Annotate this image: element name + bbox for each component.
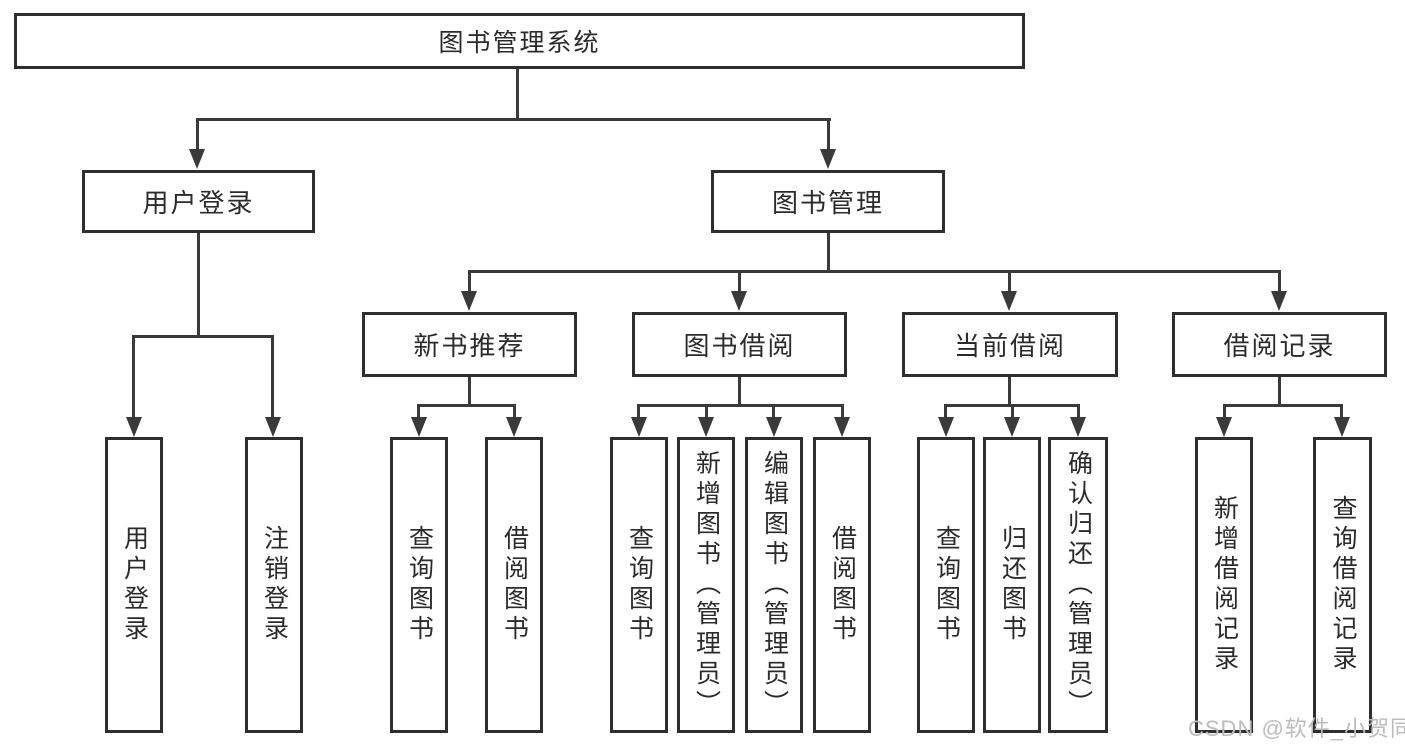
connector-line	[132, 335, 274, 338]
leaf-borrow-books: 借阅图书	[813, 437, 871, 733]
connector-line	[738, 377, 741, 407]
connector-line	[637, 404, 844, 407]
arrow-down-icon	[1070, 417, 1086, 437]
arrow-down-icon	[265, 417, 281, 437]
connector-line	[637, 404, 640, 420]
connector-line	[772, 404, 775, 420]
leaf-query-books-borrow: 查询图书	[610, 437, 668, 733]
connector-line	[417, 404, 516, 407]
leaf-label: 归还图书	[998, 525, 1027, 645]
connector-line	[1008, 377, 1011, 407]
connector-line	[1223, 404, 1226, 420]
connector-line	[1278, 377, 1281, 407]
node-label: 新书推荐	[413, 331, 526, 361]
leaf-label: 借阅图书	[500, 525, 529, 645]
node-user-login: 用户登录	[82, 170, 315, 233]
leaf-label: 确认归还（管理员）	[1064, 450, 1093, 720]
connector-line	[1077, 404, 1080, 420]
connector-line	[1008, 270, 1011, 295]
connector-line	[468, 270, 471, 295]
leaf-label: 注销登录	[260, 525, 289, 645]
leaf-label: 编辑图书（管理员）	[760, 450, 789, 720]
connector-line	[827, 233, 830, 272]
arrow-down-icon	[698, 417, 714, 437]
arrow-down-icon	[126, 417, 142, 437]
connector-line	[1223, 404, 1343, 407]
arrow-down-icon	[189, 149, 205, 169]
connector-line	[271, 335, 274, 420]
leaf-label: 借阅图书	[828, 525, 857, 645]
arrow-down-icon	[631, 417, 647, 437]
leaf-edit-books-admin: 编辑图书（管理员）	[745, 437, 803, 733]
leaf-label: 用户登录	[120, 525, 149, 645]
connector-line	[468, 270, 1281, 273]
node-label: 当前借阅	[953, 331, 1066, 361]
leaf-query-borrow-record: 查询借阅记录	[1313, 437, 1372, 733]
node-label: 用户登录	[142, 188, 255, 218]
connector-line	[417, 404, 420, 420]
connector-line	[738, 270, 741, 295]
connector-line	[841, 404, 844, 420]
connector-line	[1278, 270, 1281, 295]
leaf-add-borrow-record: 新增借阅记录	[1195, 437, 1253, 733]
node-current-borrow: 当前借阅	[902, 312, 1118, 377]
arrow-down-icon	[1001, 291, 1017, 311]
leaf-user-login: 用户登录	[105, 437, 163, 733]
node-book-management: 图书管理	[711, 170, 945, 233]
csdn-watermark: CSDN @软件_小贺同学	[1188, 716, 1405, 741]
arrow-down-icon	[411, 417, 427, 437]
connector-line	[705, 404, 708, 420]
node-label: 图书借阅	[683, 331, 796, 361]
arrow-down-icon	[1334, 417, 1350, 437]
connector-line	[1340, 404, 1343, 420]
arrow-down-icon	[506, 417, 522, 437]
arrow-down-icon	[820, 149, 836, 169]
leaf-logout: 注销登录	[245, 437, 303, 733]
leaf-confirm-return-admin: 确认归还（管理员）	[1048, 437, 1108, 733]
connector-line	[827, 118, 830, 151]
arrow-down-icon	[1216, 417, 1232, 437]
leaf-label: 查询借阅记录	[1329, 495, 1357, 675]
leaf-label: 查询图书	[405, 525, 434, 645]
connector-line	[132, 335, 135, 420]
arrow-down-icon	[1004, 417, 1020, 437]
node-library-management-system: 图书管理系统	[14, 13, 1025, 69]
leaf-query-books-current: 查询图书	[917, 437, 975, 733]
leaf-return-books: 归还图书	[983, 437, 1041, 733]
connector-line	[1011, 404, 1014, 420]
connector-line	[196, 118, 831, 121]
connector-line	[944, 404, 947, 420]
leaf-label: 新增图书（管理员）	[692, 450, 721, 720]
node-new-book-recommend: 新书推荐	[362, 312, 577, 377]
node-label: 借阅记录	[1223, 331, 1336, 361]
connector-line	[516, 69, 519, 120]
leaf-label: 查询图书	[625, 525, 654, 645]
connector-line	[197, 233, 200, 337]
connector-line	[468, 377, 471, 407]
leaf-query-books-recommend: 查询图书	[390, 437, 448, 733]
connector-line	[196, 118, 199, 151]
leaf-label: 新增借阅记录	[1210, 495, 1239, 675]
node-borrow-records: 借阅记录	[1172, 312, 1387, 377]
leaf-add-books-admin: 新增图书（管理员）	[677, 437, 735, 733]
node-label: 图书管理	[771, 188, 884, 218]
arrow-down-icon	[1271, 291, 1287, 311]
arrow-down-icon	[938, 417, 954, 437]
connector-line	[513, 404, 516, 420]
arrow-down-icon	[461, 291, 477, 311]
leaf-label: 查询图书	[932, 525, 961, 645]
leaf-borrow-books-recommend: 借阅图书	[485, 437, 543, 733]
arrow-down-icon	[834, 417, 850, 437]
node-book-borrow: 图书借阅	[632, 312, 847, 377]
node-label: 图书管理系统	[438, 29, 601, 57]
arrow-down-icon	[731, 291, 747, 311]
arrow-down-icon	[766, 417, 782, 437]
